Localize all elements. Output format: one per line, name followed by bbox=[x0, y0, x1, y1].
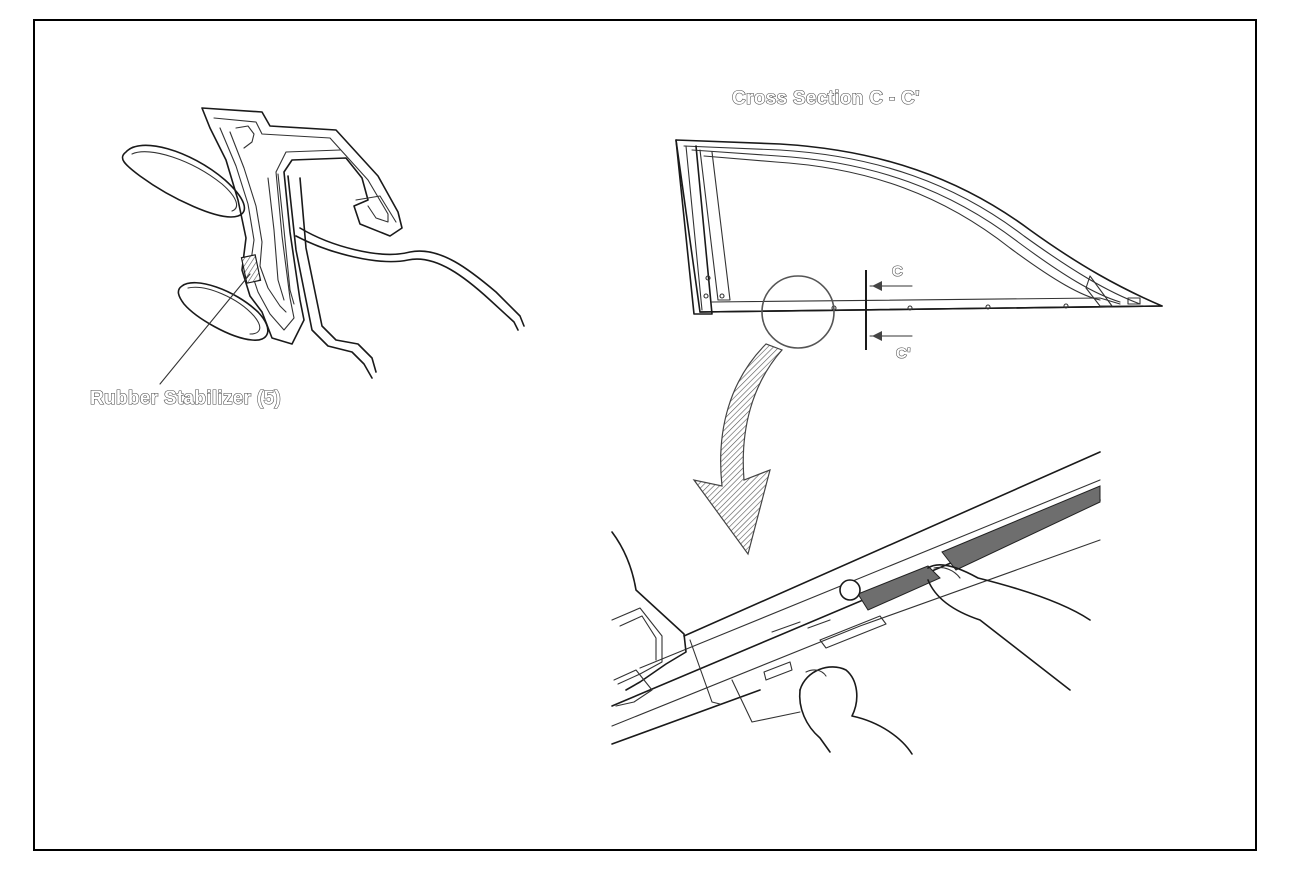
cross-section-title: Cross Section C - C' bbox=[732, 88, 920, 109]
weatherstrip-cross-section-drawing bbox=[121, 107, 525, 385]
figure-frame bbox=[33, 19, 1257, 851]
installation-closeup-drawing bbox=[611, 451, 1101, 755]
quarter-window-drawing bbox=[675, 139, 1163, 350]
section-mark-bottom: C' bbox=[896, 345, 911, 362]
section-mark-top: C bbox=[892, 263, 903, 280]
detail-circle bbox=[761, 275, 835, 349]
rubber-stabilizer-label: Rubber Stabilizer (5) bbox=[90, 388, 281, 409]
detail-arrow bbox=[692, 343, 784, 556]
